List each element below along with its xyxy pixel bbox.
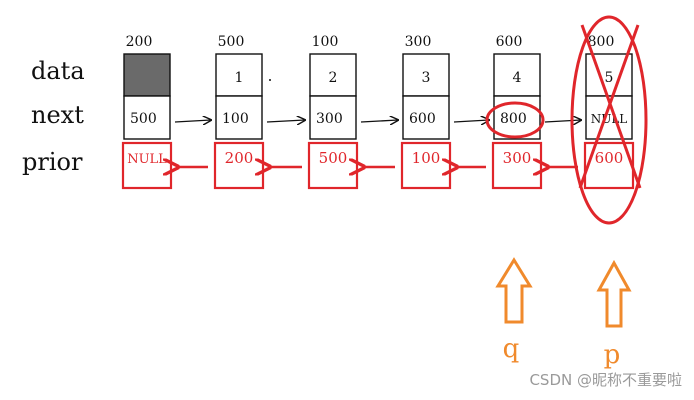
pointer-p-arrow (596, 259, 632, 328)
next-link-arrow (360, 120, 398, 122)
node-address: 200 (126, 34, 153, 50)
node-next-value: 500 (130, 111, 157, 127)
node-address: 300 (405, 34, 432, 50)
pointer-q-arrow (495, 257, 533, 324)
node-data-value: 5 (605, 70, 614, 86)
pointer-p-label: p (604, 340, 621, 370)
node-next-value: NULL (591, 112, 628, 126)
node-prior-value: 500 (319, 149, 348, 167)
delete-cross-line-b (578, 24, 640, 189)
node-data-cell (123, 53, 171, 97)
node-next-value: 300 (316, 111, 343, 127)
row-label-next: next (31, 101, 84, 129)
node-next-cell (123, 95, 171, 140)
node-4: 600 4 800 300 (491, 34, 543, 190)
csdn-watermark: CSDN @昵称不重要啦 (529, 371, 682, 389)
node-next-cell (215, 95, 263, 140)
next-link-arrow (174, 120, 211, 122)
node-data-cell (309, 53, 357, 97)
node-prior-cell (400, 141, 452, 190)
node-1: 500 1 100 200 (213, 34, 265, 190)
pointer-q-label: q (503, 334, 520, 364)
node-address: 600 (496, 34, 523, 50)
node-data-cell (402, 53, 450, 97)
node-prior-value: 600 (595, 149, 624, 167)
highlight-ellipse-q-next (485, 101, 545, 139)
stray-dot (269, 79, 271, 81)
node-prior-value: 100 (412, 149, 441, 167)
nodes-layer: 200500NULL500110020010023005003003600100… (121, 34, 635, 190)
node-3: 300 3 600 100 (400, 34, 452, 190)
node-data-cell (493, 53, 541, 97)
node-data-value: 1 (235, 70, 244, 86)
next-link-arrow (266, 120, 305, 122)
pointer-p: p (596, 259, 632, 370)
node-prior-value: 200 (225, 149, 254, 167)
node-data-value: 2 (329, 70, 338, 86)
node-prior-value: NULL (127, 152, 167, 167)
node-next-cell (402, 95, 450, 140)
node-address: 500 (218, 34, 245, 50)
next-link-arrow (544, 120, 581, 122)
node-next-value: 600 (409, 111, 436, 127)
node-address: 100 (312, 34, 339, 50)
row-label-prior: prior (22, 148, 83, 176)
pointer-q: q (495, 257, 533, 364)
node-next-value: 800 (500, 111, 527, 127)
node-next-value: 100 (222, 111, 249, 127)
delete-ellipse (570, 15, 648, 225)
node-next-cell (309, 95, 357, 140)
delete-mark (570, 15, 648, 225)
node-2: 100 2 300 500 (307, 34, 359, 190)
node-address: 800 (588, 34, 615, 50)
node-data-value: 4 (513, 70, 522, 86)
delete-cross-line-a (580, 24, 642, 189)
row-label-data: data (31, 57, 85, 85)
next-link-arrow (453, 120, 489, 122)
node-prior-value: 300 (503, 149, 532, 167)
node-data-value: 3 (422, 70, 431, 86)
